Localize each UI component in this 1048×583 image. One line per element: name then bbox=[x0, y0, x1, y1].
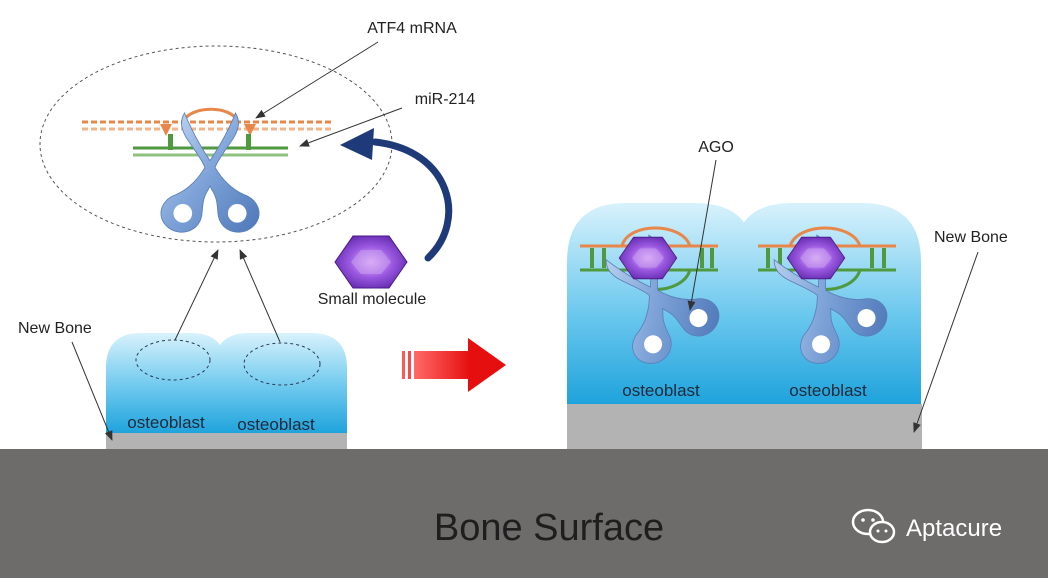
nucleus-outline-left-2 bbox=[243, 342, 321, 386]
osteoblast-cell-left-2 bbox=[214, 333, 347, 433]
pair-tick-1 bbox=[160, 124, 172, 136]
small-molecule-icon bbox=[334, 235, 408, 289]
wechat-icon bbox=[851, 508, 896, 544]
zoom-pointer-1 bbox=[174, 249, 219, 341]
pair-tick-4 bbox=[246, 134, 251, 150]
bone-surface-label: Bone Surface bbox=[434, 507, 664, 549]
nucleus-outline-left-1 bbox=[135, 339, 211, 381]
pair-tick-3 bbox=[244, 124, 256, 136]
mrna-bulge-loop bbox=[181, 107, 240, 123]
osteoblast-cell-left-1 bbox=[106, 333, 226, 433]
atf4-mrna-label: ATF4 mRNA bbox=[367, 20, 457, 37]
new-bone-pointer-right bbox=[913, 251, 979, 433]
curved-arrow bbox=[371, 138, 453, 262]
osteoblast-label-left-2: osteoblast bbox=[237, 415, 315, 434]
new-bone-pointer-left bbox=[71, 341, 113, 441]
new-bone-label-right: New Bone bbox=[934, 229, 1008, 246]
small-molecule-label: Small molecule bbox=[318, 291, 427, 308]
curved-arrow-head bbox=[340, 128, 374, 160]
red-arrow bbox=[402, 338, 506, 392]
osteoblast-label-right-1: osteoblast bbox=[622, 381, 700, 400]
bone-surface bbox=[0, 449, 1048, 578]
zoom-ellipse bbox=[39, 45, 393, 243]
ago-label: AGO bbox=[698, 139, 734, 156]
new-bone-strip-left bbox=[106, 433, 347, 449]
osteoblast-label-right-2: osteoblast bbox=[789, 381, 867, 400]
ago-pointer bbox=[687, 159, 717, 311]
pair-tick-2 bbox=[168, 134, 173, 150]
mir214-label: miR-214 bbox=[415, 91, 476, 108]
new-bone-label-left: New Bone bbox=[18, 320, 92, 337]
ago-scissors-left bbox=[160, 112, 260, 233]
mir214-pointer bbox=[299, 107, 403, 147]
osteoblast-label-left-1: osteoblast bbox=[127, 413, 205, 432]
new-bone-strip-right bbox=[567, 404, 922, 449]
zoom-pointer-2 bbox=[239, 249, 281, 343]
atf4-pointer bbox=[255, 41, 379, 119]
watermark-text: Aptacure bbox=[906, 515, 1002, 542]
